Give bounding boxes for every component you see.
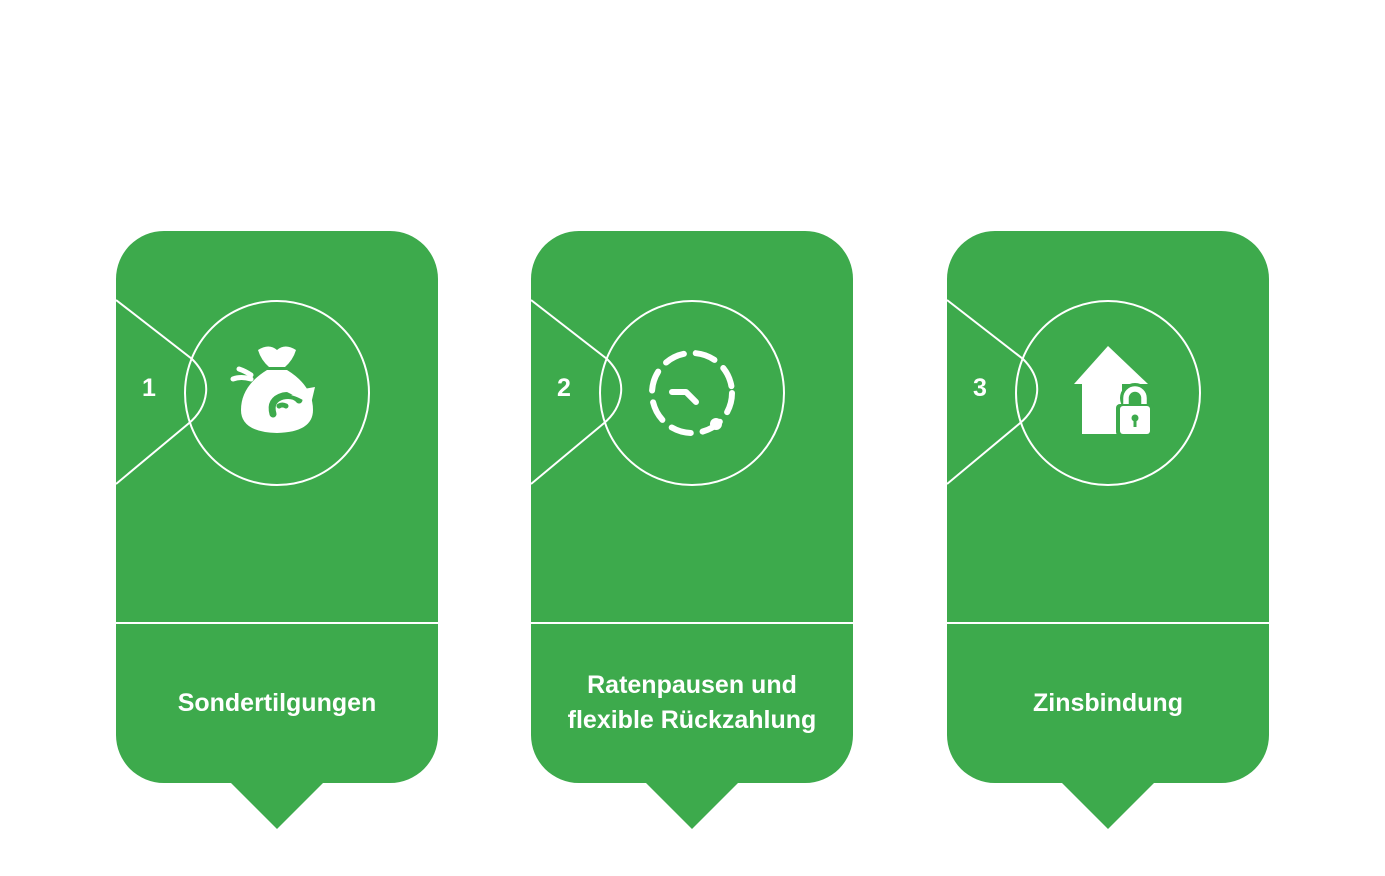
step-label: Ratenpausen und flexible Rückzahlung	[567, 671, 817, 734]
card-shape	[531, 231, 853, 829]
money-bag-icon	[230, 346, 315, 433]
step-label: Sondertilgungen	[177, 688, 377, 717]
step-number: 2	[557, 374, 571, 402]
step-card-3: 3 Zinsbindung	[947, 231, 1269, 831]
card-shape	[116, 231, 438, 829]
step-card-2: 2 Ratenpausen und flexible Rückzahlung	[531, 231, 853, 831]
step-label: Zinsbindung	[1033, 688, 1183, 717]
dashed-clock-icon	[649, 350, 735, 436]
card-shape	[947, 231, 1269, 829]
step-number: 3	[973, 374, 987, 402]
step-card-1: 1 Sondertilgungen	[116, 231, 438, 831]
house-lock-icon	[1074, 346, 1154, 436]
step-number: 1	[142, 374, 156, 402]
